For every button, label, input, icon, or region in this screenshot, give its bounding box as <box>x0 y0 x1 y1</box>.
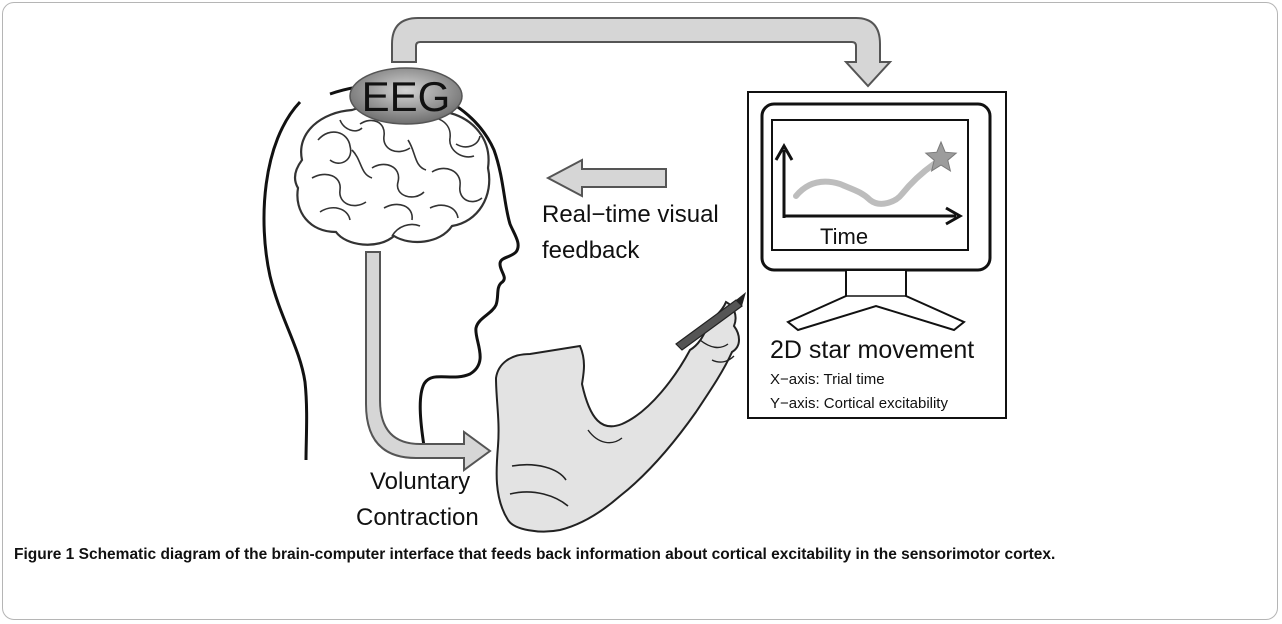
arm-illustration <box>494 292 746 533</box>
monitor-screen <box>771 119 969 251</box>
monitor-title: 2D star movement <box>770 336 974 364</box>
feedback-label-line1: Real−time visual <box>542 201 719 228</box>
excitability-trace <box>793 161 937 207</box>
x-axis-note: X−axis: Trial time <box>770 371 885 388</box>
contraction-label-line1: Voluntary <box>370 468 470 495</box>
screen-x-axis-arrowhead <box>945 206 964 226</box>
contraction-label-line2: Contraction <box>356 504 479 531</box>
y-axis-note: Y−axis: Cortical excitability <box>770 395 948 412</box>
feedback-label-line2: feedback <box>542 237 640 264</box>
brain-illustration <box>293 101 491 246</box>
feedback-star-icon <box>924 140 958 172</box>
voluntary-contraction-arrow <box>365 251 492 472</box>
visual-feedback-arrow <box>545 158 667 198</box>
eeg-cap <box>349 67 463 125</box>
eeg-to-monitor-arrow <box>391 17 893 88</box>
caption-text: Schematic diagram of the brain-computer … <box>78 546 1056 563</box>
screen-y-axis-arrowhead <box>774 142 794 161</box>
screen-time-label: Time <box>820 224 868 249</box>
head-outline <box>262 83 520 461</box>
eeg-label: EEG <box>362 73 451 120</box>
schematic-diagram: EEG Real−time visual feedback Voluntary … <box>262 17 1007 533</box>
monitor-stand <box>786 269 966 332</box>
caption-label: Figure 1 <box>14 546 75 563</box>
figure-caption: Figure 1 Schematic diagram of the brain-… <box>14 544 1254 565</box>
